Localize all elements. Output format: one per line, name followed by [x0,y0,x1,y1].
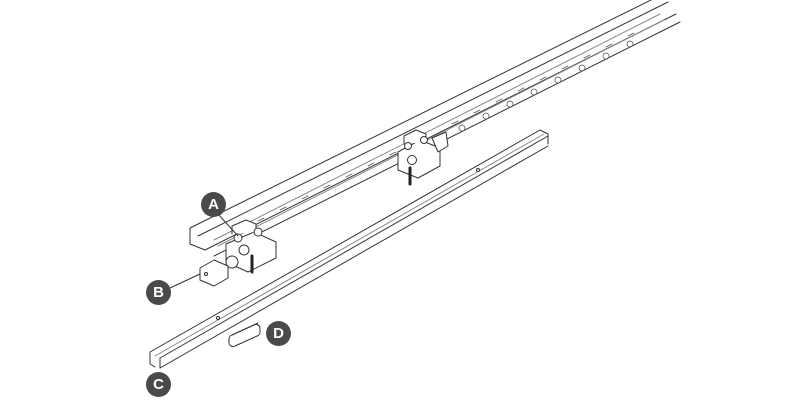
callout-d: D [266,321,291,346]
end-carriage-bracket [199,219,277,287]
callout-c: C [146,372,171,397]
u-channel-bar [149,129,549,369]
oval-spacer [228,322,261,348]
main-rail [189,0,681,257]
callout-a: A [201,192,226,217]
middle-carriage-bracket [397,129,449,186]
callout-b: B [146,280,171,305]
leader-lines [169,213,239,289]
